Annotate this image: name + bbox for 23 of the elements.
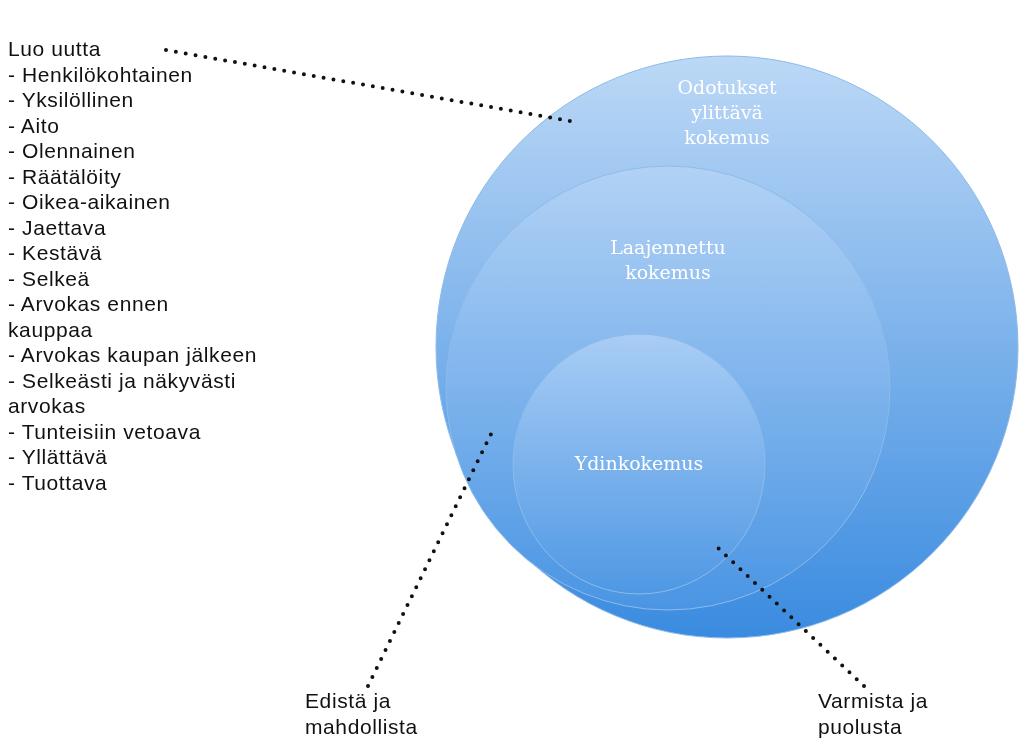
circle-label: Ydinkokemus (573, 451, 705, 476)
list-item: - Yllättävä (8, 444, 109, 470)
leader-line (716, 546, 866, 688)
callout-text: Edistä ja mahdollista (305, 688, 419, 739)
list-item: - Jaettava (8, 214, 108, 240)
leader-line (366, 430, 494, 688)
list-item: - Tuottava (8, 469, 109, 495)
list-item: - Arvokas ennen kauppaa (8, 291, 170, 342)
list-item: - Räätälöity (8, 163, 123, 189)
list-item: - Henkilökohtainen (8, 61, 194, 87)
list-item: - Kestävä (8, 240, 104, 266)
list-item: - Selkeä (8, 265, 91, 291)
circle-label: Laajennettu kokemus (609, 235, 727, 285)
list-heading: Luo uutta (8, 36, 102, 62)
list-item: - Arvokas kaupan jälkeen (8, 342, 258, 368)
list-item: - Selkeästi ja näkyvästi arvokas (8, 367, 237, 419)
list-item: - Olennainen (8, 138, 137, 164)
callout-text: Varmista ja puolusta (818, 688, 930, 739)
circle-label: Odotukset ylittävä kokemus (676, 75, 778, 150)
list-item: - Aito (8, 112, 61, 138)
list-item: - Oikea-aikainen (8, 189, 172, 215)
list-item: - Yksilöllinen (8, 87, 135, 113)
list-item: - Tunteisiin vetoava (8, 418, 202, 444)
